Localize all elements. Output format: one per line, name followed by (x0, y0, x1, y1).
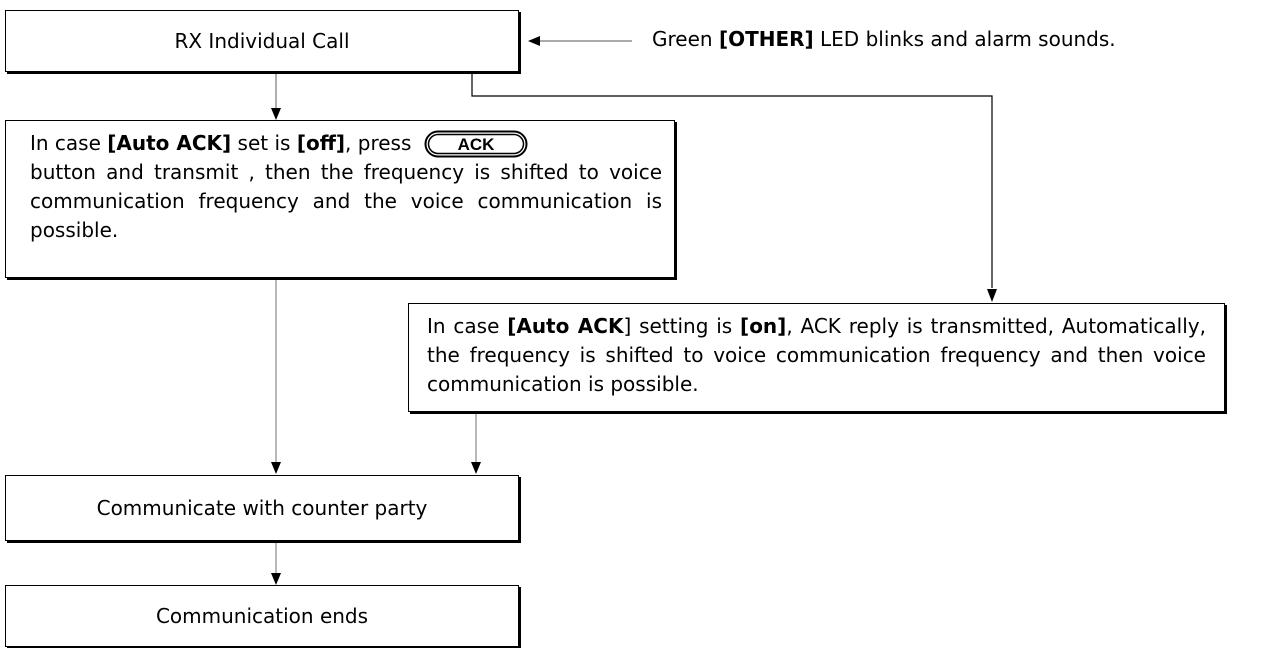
on-text-on: [on] (740, 314, 787, 338)
off-text-1: In case (30, 131, 108, 155)
note-suffix: LED blinks and alarm sounds. (813, 27, 1116, 51)
ack-button-label: ACK (457, 135, 495, 154)
rx-to-left-arrowhead (271, 108, 281, 120)
rx-to-right-arrowhead (987, 289, 997, 302)
off-text-off: [off] (296, 131, 346, 155)
left-to-communicate-arrowhead (271, 462, 281, 474)
communicate-to-ends-arrowhead (271, 573, 281, 585)
on-text-auto-ack: [Auto ACK (507, 314, 624, 338)
rx-individual-call-label: RX Individual Call (174, 29, 350, 53)
off-text-3: set is (231, 131, 297, 155)
note-key: [OTHER] (718, 27, 814, 51)
auto-ack-off-box: In case [Auto ACK] set is [off], press A… (5, 120, 675, 278)
communicate-box: Communicate with counter party (5, 475, 519, 541)
rx-to-right-connector (471, 72, 993, 288)
on-text-3: ] setting is (623, 314, 741, 338)
ack-button-icon: ACK (424, 130, 528, 158)
on-text-5: , ACK reply is transmitted, Automaticall… (427, 314, 1206, 396)
note-arrowhead (528, 36, 540, 46)
auto-ack-off-body: button and transmit , then the frequency… (30, 160, 662, 242)
auto-ack-on-box: In case [Auto ACK] setting is [on], ACK … (408, 303, 1225, 412)
auto-ack-off-first-line: In case [Auto ACK] set is [off], press A… (30, 129, 662, 158)
off-text-auto-ack: [Auto ACK] (107, 131, 232, 155)
on-text-1: In case (427, 314, 508, 338)
right-to-communicate-arrowhead (471, 462, 481, 474)
communication-ends-label: Communication ends (155, 604, 369, 628)
communicate-label: Communicate with counter party (96, 496, 428, 520)
note-prefix: Green (652, 27, 719, 51)
led-alarm-note: Green [OTHER] LED blinks and alarm sound… (652, 27, 1116, 51)
off-text-5: , press (345, 131, 412, 155)
communication-ends-box: Communication ends (5, 585, 519, 647)
rx-individual-call-box: RX Individual Call (5, 10, 519, 72)
